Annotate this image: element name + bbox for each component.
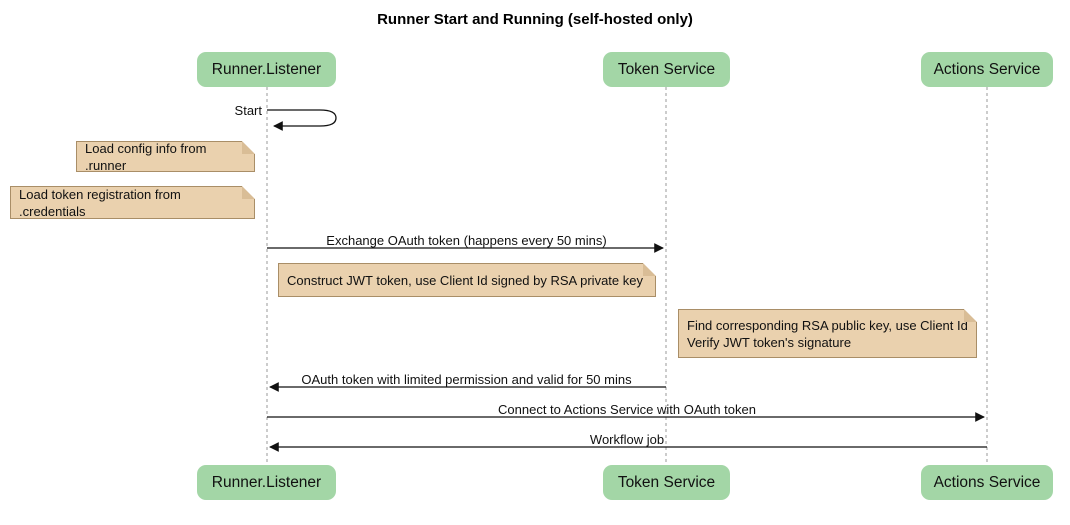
note-load-token-registration: Load token registration from .credential… <box>10 186 255 219</box>
participant-label: Token Service <box>617 60 716 78</box>
participant-runner-listener-top: Runner.Listener <box>197 52 336 87</box>
note-verify-jwt: Find corresponding RSA public key, use C… <box>678 309 977 358</box>
participant-label: Token Service <box>617 473 716 491</box>
arrow-start-self-loop <box>267 109 337 131</box>
note-text: Load config info from .runner <box>85 140 207 173</box>
participant-actions-service-bottom: Actions Service <box>921 465 1053 500</box>
participant-token-service-bottom: Token Service <box>603 465 730 500</box>
message-label-exchange-oauth: Exchange OAuth token (happens every 50 m… <box>326 233 607 248</box>
note-text: Find corresponding RSA public key, use C… <box>687 317 968 350</box>
participant-label: Runner.Listener <box>211 473 322 491</box>
message-label-start: Start <box>234 103 262 118</box>
note-text: Construct JWT token, use Client Id signe… <box>287 272 643 288</box>
diagram-title: Runner Start and Running (self-hosted on… <box>377 11 693 28</box>
message-label-workflow-job: Workflow job <box>589 432 665 447</box>
note-construct-jwt: Construct JWT token, use Client Id signe… <box>278 263 656 297</box>
participant-label: Actions Service <box>933 60 1041 78</box>
participant-label: Actions Service <box>933 473 1041 491</box>
participant-actions-service-top: Actions Service <box>921 52 1053 87</box>
participant-label: Runner.Listener <box>211 60 322 78</box>
note-text: Load token registration from .credential… <box>19 186 181 219</box>
message-label-connect-actions: Connect to Actions Service with OAuth to… <box>498 402 756 417</box>
participant-token-service-top: Token Service <box>603 52 730 87</box>
participant-runner-listener-bottom: Runner.Listener <box>197 465 336 500</box>
message-label-oauth-return: OAuth token with limited permission and … <box>301 372 632 387</box>
note-load-config: Load config info from .runner <box>76 140 255 173</box>
